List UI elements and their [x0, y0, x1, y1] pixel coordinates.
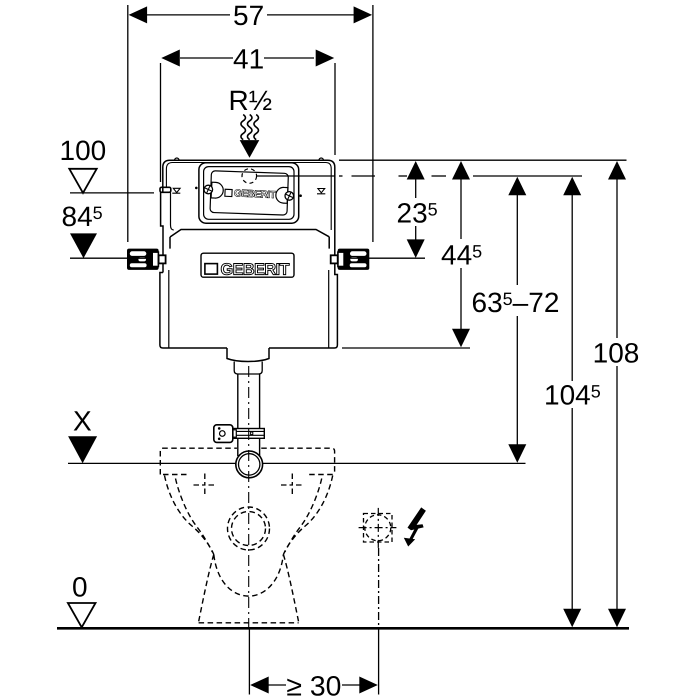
- svg-text:635–72: 635–72: [472, 287, 560, 318]
- svg-text:X: X: [73, 405, 92, 436]
- svg-text:108: 108: [593, 338, 640, 369]
- svg-text:100: 100: [60, 135, 107, 166]
- svg-text:0: 0: [72, 572, 88, 603]
- svg-text:57: 57: [233, 0, 264, 31]
- svg-text:41: 41: [233, 44, 264, 75]
- svg-text:≥ 30: ≥ 30: [286, 671, 341, 700]
- svg-text:R½: R½: [229, 85, 273, 116]
- svg-text:845: 845: [62, 201, 103, 232]
